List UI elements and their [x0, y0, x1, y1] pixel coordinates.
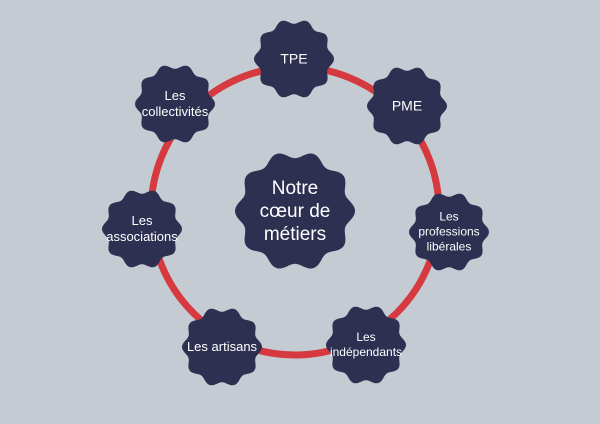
node-badge-pme — [367, 67, 447, 145]
node-badge-collectivites — [135, 65, 215, 143]
node-badge-tpe — [254, 20, 334, 98]
center-badge — [235, 153, 355, 269]
node-badge-independants — [326, 306, 406, 384]
badge-group — [102, 20, 489, 386]
node-badge-associations — [102, 190, 182, 268]
node-badge-professions-liberales — [409, 193, 489, 271]
node-badge-artisans — [182, 308, 262, 386]
